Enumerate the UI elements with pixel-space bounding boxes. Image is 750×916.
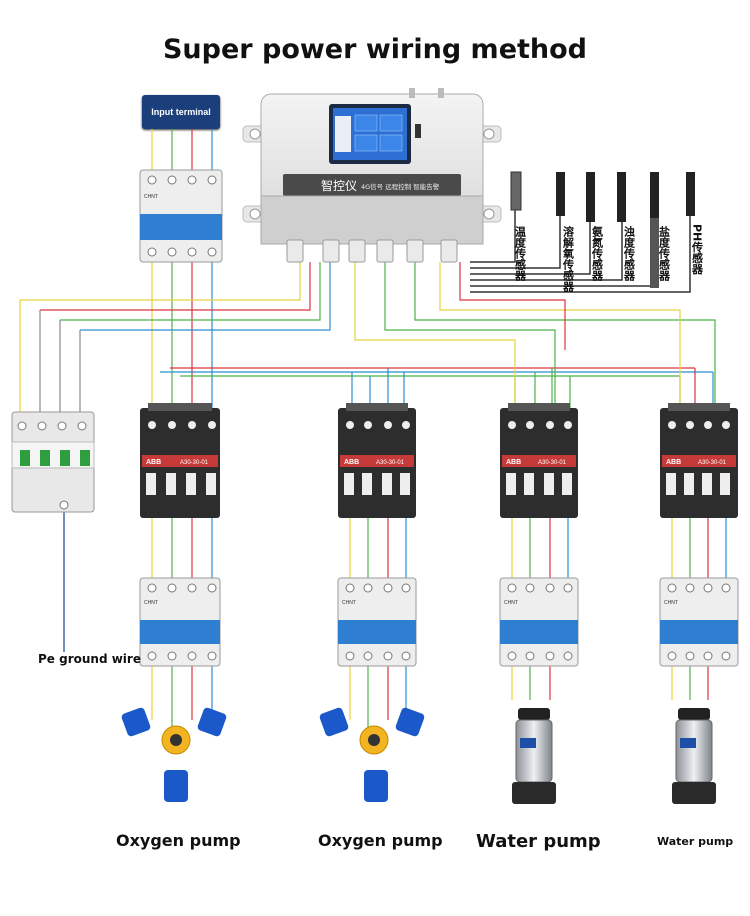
main-breaker-brand: CHNT bbox=[144, 194, 158, 200]
aerator-2 bbox=[319, 707, 425, 802]
water-pump-2 bbox=[672, 708, 716, 804]
contactor-2-brand: ABB bbox=[344, 459, 359, 466]
diagram-title: Super power wiring method bbox=[162, 34, 588, 65]
contactor-1-model: A30-30-01 bbox=[180, 460, 209, 466]
contactor-3-brand: ABB bbox=[506, 459, 521, 466]
contactor-4: ABB A30-30-01 bbox=[660, 403, 738, 518]
breaker-1: CHNT bbox=[139, 577, 221, 667]
sensor-label-ammonia: 氨氮传感器 bbox=[591, 225, 605, 282]
sensor-label-turbidity: 浊度传感器 bbox=[623, 225, 637, 282]
sensor-ph: PH传感器 bbox=[686, 172, 704, 275]
contactor-1-brand: ABB bbox=[146, 459, 161, 466]
pump-label-4: Water pump bbox=[657, 835, 734, 848]
input-terminal-box: Input terminal bbox=[142, 95, 220, 129]
contactor-3-model: A30-30-01 bbox=[538, 460, 567, 466]
contactor-4-brand: ABB bbox=[666, 459, 681, 466]
pump-label-2: Oxygen pump bbox=[318, 831, 443, 850]
sensor-ammonia: 氨氮传感器 bbox=[586, 172, 604, 282]
breaker-2: CHNT bbox=[337, 577, 417, 667]
pump-label-1: Oxygen pump bbox=[116, 831, 241, 850]
aerator-1 bbox=[121, 707, 227, 802]
surge-protector bbox=[11, 411, 95, 513]
sensor-label-do: 溶解氧传感器 bbox=[562, 225, 576, 293]
contactor-1: ABB A30-30-01 bbox=[140, 403, 220, 518]
pe-ground-label: Pe ground wire bbox=[38, 652, 141, 666]
breaker-1-brand: CHNT bbox=[144, 600, 158, 606]
breaker-3-brand: CHNT bbox=[504, 600, 518, 606]
sensor-label-salinity: 盐度传感器 bbox=[658, 225, 672, 282]
sensor-label-temperature: 温度传感器 bbox=[514, 225, 528, 282]
contactor-2-model: A30-30-01 bbox=[376, 460, 405, 466]
controller-subtext: 4G信号 远程控制 智能告警 bbox=[361, 182, 440, 191]
sensor-temperature: 温度传感器 bbox=[510, 171, 528, 282]
breaker-4-brand: CHNT bbox=[664, 600, 678, 606]
contactor-3: ABB A30-30-01 bbox=[500, 403, 578, 518]
water-pump-1 bbox=[512, 708, 556, 804]
breaker-4: CHNT bbox=[659, 577, 739, 667]
controller-brand: 智控仪 bbox=[321, 178, 357, 193]
controller-box: 智控仪 4G信号 远程控制 智能告警 bbox=[242, 88, 502, 263]
contactor-4-model: A30-30-01 bbox=[698, 460, 727, 466]
breaker-3: CHNT bbox=[499, 577, 579, 667]
sensors: 温度传感器 溶解氧传感器 氨氮传感器 浊度传感器 盐度传感器 PH传感器 bbox=[510, 171, 704, 293]
sensor-turbidity: 浊度传感器 bbox=[617, 172, 636, 282]
sensor-dissolved-oxygen: 溶解氧传感器 bbox=[556, 172, 575, 293]
sensor-salinity: 盐度传感器 bbox=[650, 172, 671, 288]
main-breaker: CHNT bbox=[139, 169, 223, 263]
contactor-2: ABB A30-30-01 bbox=[338, 403, 416, 518]
breaker-2-brand: CHNT bbox=[342, 600, 356, 606]
pump-label-3: Water pump bbox=[476, 831, 601, 852]
sensor-label-ph: PH传感器 bbox=[691, 224, 705, 275]
